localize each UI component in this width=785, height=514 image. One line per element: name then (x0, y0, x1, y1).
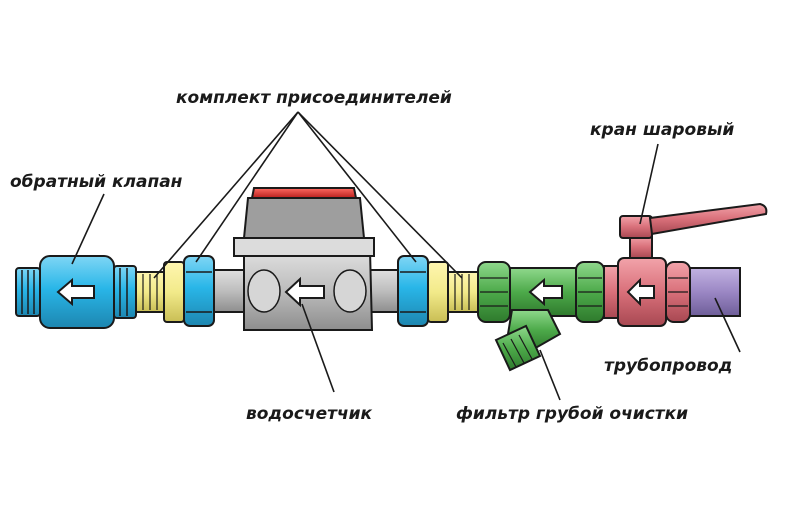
flow-arrow-icon (528, 277, 563, 307)
leader-connectors-1 (153, 111, 299, 279)
flow-arrow-icon (626, 277, 655, 307)
leader-filter (539, 349, 561, 401)
right-connector-brass (447, 271, 479, 313)
label-water-meter: водосчетчик (246, 404, 373, 424)
label-connectors: комплект присоединителей (176, 88, 452, 108)
flow-arrow-icon (284, 276, 325, 308)
leader-pipeline (714, 297, 741, 353)
water-meter (213, 187, 405, 331)
pipeline (689, 267, 741, 317)
right-connector-nut (397, 255, 449, 327)
leader-ball-valve (639, 143, 659, 225)
leader-connectors-2 (195, 111, 299, 263)
ball-valve (603, 202, 768, 327)
check-valve (15, 255, 137, 329)
label-filter: фильтр грубой очистки (456, 404, 689, 424)
label-pipeline: трубопровод (604, 356, 733, 376)
left-connector-brass (135, 271, 165, 313)
leader-water-meter (301, 303, 335, 393)
leader-connectors-4 (297, 111, 463, 279)
label-ball-valve: кран шаровый (590, 120, 735, 140)
label-check-valve: обратный клапан (10, 172, 183, 192)
left-connector-nut (163, 255, 215, 327)
leader-check-valve (71, 193, 105, 265)
leader-connectors-3 (297, 111, 417, 263)
flow-arrow-icon (56, 277, 95, 307)
leader-lines (71, 111, 741, 401)
coarse-filter (477, 261, 605, 372)
